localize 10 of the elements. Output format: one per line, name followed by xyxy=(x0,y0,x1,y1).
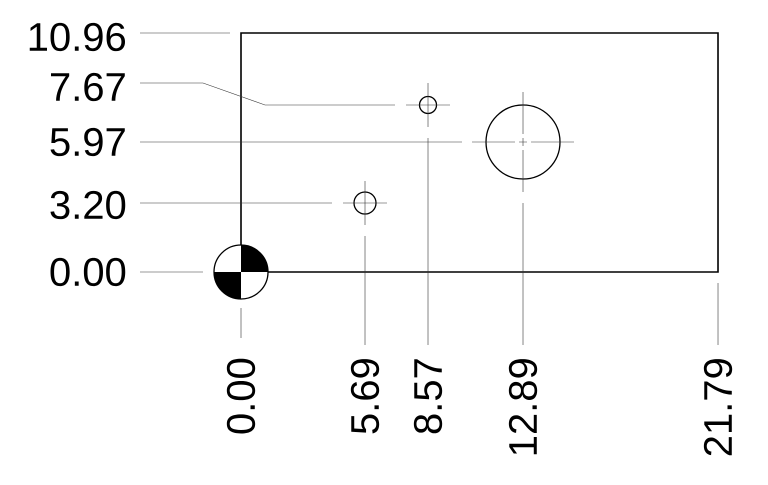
dimension-value: 0.00 xyxy=(50,258,126,286)
dimension-value: 0.00 xyxy=(226,358,256,434)
dimension-value: 5.69 xyxy=(350,359,380,434)
dimension-value: 7.67 xyxy=(51,72,125,102)
dimension-value: 12.89 xyxy=(508,359,538,454)
dimension-value: 3.20 xyxy=(50,190,126,220)
dimension-value: 10.96 xyxy=(30,22,126,52)
dimension-value: 8.57 xyxy=(414,359,442,434)
dimension-value: 5.97 xyxy=(50,128,125,156)
dimension-value: 21.79 xyxy=(704,359,732,456)
